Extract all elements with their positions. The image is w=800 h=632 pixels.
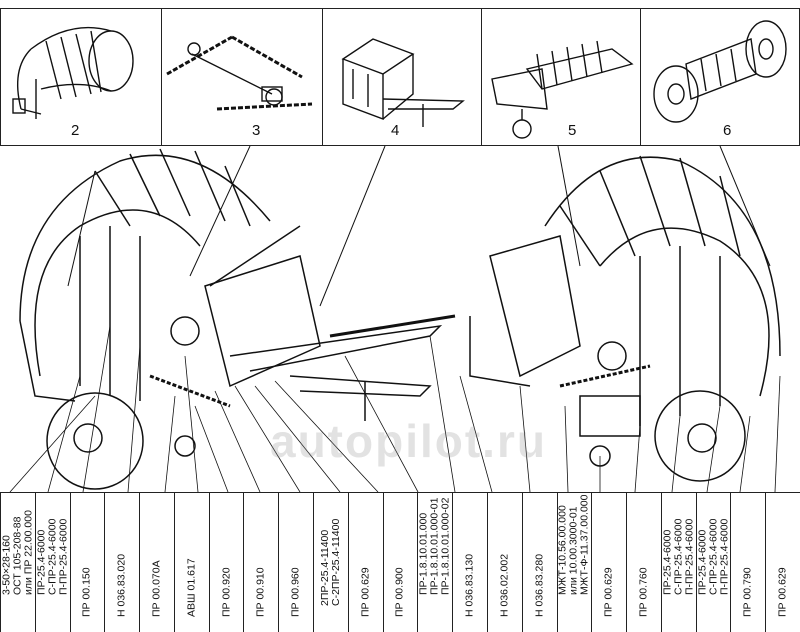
part-code-line: П-ПР-25.4-6000 [718, 518, 731, 595]
code-cell: ПР 00.790 [730, 493, 765, 632]
part-code-line: ПР 00.629 [359, 567, 372, 617]
part-code: ПР 00.910 [254, 567, 267, 617]
panel-label: 5 [568, 122, 577, 139]
panel-label: 4 [391, 122, 400, 139]
part-code: ПР 00.760 [637, 567, 650, 617]
part-code-line: ПР 00.900 [393, 567, 406, 617]
panel-label: 6 [723, 122, 732, 139]
part-code-line: АВШ 01.617 [185, 558, 198, 617]
part-code-line: ПР 00.629 [602, 567, 615, 617]
part-code: ПР 00.070А [150, 560, 163, 617]
chain-shaft-drawing [166, 35, 313, 111]
part-code: ПР 00.960 [289, 567, 302, 617]
part-code: ПР 00.629 [602, 567, 615, 617]
panel-pickup-rotor: 5 [481, 8, 641, 146]
panel-axle-wheels: 6 [640, 8, 800, 146]
part-code: Н 036.83.020 [115, 553, 128, 617]
code-cell: Н 036.83.130 [452, 493, 487, 632]
pickup-rotor-drawing [491, 40, 634, 139]
part-code-line: ПР 00.070А [150, 560, 163, 617]
part-code-line: П-ПР-25.4-6000 [57, 518, 70, 595]
code-cell: АВШ 01.617 [173, 493, 209, 632]
part-code-line: ПР 00.910 [254, 567, 267, 617]
panel-label: 2 [71, 122, 80, 139]
panel-label: 3 [252, 122, 261, 139]
panel-frame-drawbar: 4 [322, 8, 482, 146]
part-code: Н 036.02.002 [498, 553, 511, 617]
code-cell: ПР 00.150 [69, 493, 105, 632]
part-code: Н 036.83.130 [463, 553, 476, 617]
part-code-line: или ПР 22.00.000 [22, 510, 35, 595]
axle-wheels-drawing [653, 20, 787, 123]
code-cell: ПР 00.910 [243, 493, 278, 632]
code-cell: ПР 00.900 [382, 493, 418, 632]
part-code-line: Н 036.83.280 [533, 553, 546, 617]
part-code-line: Н 036.83.130 [463, 553, 476, 617]
part-code: ПР 00.629 [359, 567, 372, 617]
code-cell: ПР 00.629 [591, 493, 626, 632]
part-code-line: ПР 00.920 [220, 567, 233, 617]
baler-views-svg [9, 146, 781, 492]
code-cell: ПР 00.629 [765, 493, 800, 632]
part-code-line: ПР-1.8.10.01.000-02 [439, 497, 452, 595]
right-drum-outline [544, 156, 781, 357]
part-code: ПР 00.920 [220, 567, 233, 617]
part-code-line: ПР 00.790 [741, 567, 754, 617]
part-code-line: ПР 00.629 [776, 567, 789, 617]
part-code-line: Н 036.02.002 [498, 553, 511, 617]
part-code-line: ПР 00.960 [289, 567, 302, 617]
part-code-line: Н 036.83.020 [115, 553, 128, 617]
code-cell: ПР 00.920 [208, 493, 244, 632]
code-cell: ПР 00.070А [139, 493, 174, 632]
drum-assembly-drawing [12, 26, 134, 119]
frame-drawbar-drawing [341, 38, 465, 127]
part-code-line: ПР-25.4-6000 [696, 529, 709, 595]
part-code: ПР 00.900 [393, 567, 406, 617]
part-code-line: П-ПР-25.4-6000 [683, 518, 696, 595]
code-cell: Н 036.02.002 [486, 493, 522, 632]
part-code-line: С-2ПР-25.4-11400 [329, 518, 342, 606]
part-code: АВШ 01.617 [185, 558, 198, 617]
panel-chain-shaft: 3 [161, 8, 323, 146]
code-cell: ПР 00.960 [278, 493, 313, 632]
left-drum-outline [19, 154, 271, 322]
part-code-line: С-ПР-25.4-6000 [707, 518, 720, 595]
panel-drum-assembly: 2 [0, 8, 162, 146]
watermark: autopilot.ru [270, 415, 547, 467]
part-code-line: ПР 00.760 [637, 567, 650, 617]
baler-main-drawing: autopilot.ru [0, 146, 800, 492]
left-wheel [46, 392, 144, 490]
code-cell: Н 036.83.020 [104, 493, 139, 632]
part-code: ПР 00.790 [741, 567, 754, 617]
part-code-line: МЖТ-Ф-11.37.00.000 [578, 494, 591, 595]
code-cell: ПР 00.629 [347, 493, 383, 632]
part-code: ПР 00.150 [80, 567, 93, 617]
right-wheel [654, 390, 746, 482]
code-cell: ПР 00.760 [626, 493, 661, 632]
part-code: ПР 00.629 [776, 567, 789, 617]
code-cell: Н 036.83.280 [521, 493, 557, 632]
part-code-line: ПР 00.150 [80, 567, 93, 617]
component-panels: 2 3 4 [0, 0, 800, 146]
part-code: Н 036.83.280 [533, 553, 546, 617]
